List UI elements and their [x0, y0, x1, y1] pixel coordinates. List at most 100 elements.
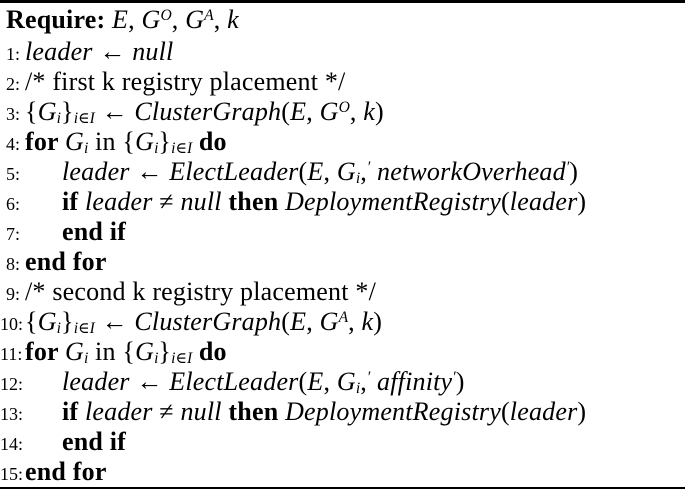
token: k: [361, 307, 374, 336]
line-number: 11:: [0, 344, 23, 364]
bottom-rule: [0, 487, 685, 489]
token: i: [355, 170, 361, 188]
token: i∈I: [171, 350, 193, 368]
token: for: [25, 337, 66, 366]
token: G: [319, 97, 339, 126]
line-number: 13:: [0, 404, 24, 424]
token: ,: [213, 5, 228, 34]
line-statement: for Gi in {Gi}i∈I do: [20, 337, 227, 366]
token: leader: [62, 367, 130, 396]
token: i: [84, 350, 89, 368]
algorithm-line: 15:end for: [0, 457, 685, 487]
token: G: [65, 337, 85, 366]
line-statement: end if: [20, 217, 126, 246]
token: k: [227, 5, 239, 34]
token: end if: [62, 427, 127, 456]
token: ,: [128, 5, 142, 34]
line-statement: {Gi}i∈I ← ClusterGraph(E, GA, k): [20, 307, 382, 336]
token: (: [298, 367, 308, 396]
line-statement: {Gi}i∈I ← ClusterGraph(E, GO, k): [20, 97, 384, 126]
token: ,: [360, 367, 367, 396]
token: i: [154, 350, 159, 368]
token: then: [221, 187, 286, 216]
line-number: 9:: [5, 284, 20, 304]
token: DeploymentRegistry: [285, 187, 501, 216]
token: ,: [349, 97, 364, 126]
algorithm-line: 14: end if: [0, 427, 685, 457]
token: ,: [306, 307, 320, 336]
algorithm-line: 12:leader ← ElectLeader(E, Gi,′ affinity…: [0, 367, 685, 397]
algorithm-line: 10:{Gi}i∈I ← ClusterGraph(E, GA, k): [0, 307, 685, 337]
token: ←: [129, 157, 170, 186]
token: ClusterGraph: [134, 97, 282, 126]
token: G: [37, 307, 57, 336]
line-number: 2:: [5, 74, 20, 94]
token: ): [577, 397, 587, 426]
line-number: 3:: [5, 104, 20, 124]
line-statement: leader ← ElectLeader(E, Gi,′ affinity′): [20, 367, 465, 396]
token: ′: [366, 159, 371, 177]
token: DeploymentRegistry: [285, 397, 501, 426]
token: end for: [25, 247, 107, 276]
require-line: Require: E, GO, GA, k: [0, 3, 685, 37]
line-statement: end for: [20, 457, 107, 486]
token: (: [298, 157, 308, 186]
token: ←: [129, 367, 170, 396]
token: leader: [84, 397, 153, 426]
token: /* second k registry placement */: [25, 277, 376, 306]
token: G: [37, 97, 57, 126]
token: /* first k registry placement */: [25, 67, 346, 96]
token: ′: [565, 159, 570, 177]
token: i: [154, 140, 159, 158]
algorithm-line: 2:/* first k registry placement */: [0, 67, 685, 97]
token: ,: [348, 307, 362, 336]
token: null: [180, 397, 222, 426]
token: leader: [84, 187, 153, 216]
token: }: [61, 307, 74, 336]
token: G: [65, 127, 85, 156]
token: in: [88, 127, 123, 156]
token: end if: [62, 217, 127, 246]
top-rule: [0, 0, 685, 3]
token: E: [290, 307, 307, 336]
token: leader: [25, 37, 93, 66]
token: {: [25, 97, 38, 126]
algorithm-line: 6:if leader ≠ null then DeploymentRegist…: [0, 187, 685, 217]
token: (: [500, 187, 510, 216]
token: ElectLeader: [169, 157, 299, 186]
token: if: [62, 187, 85, 216]
token: {: [25, 307, 38, 336]
token: E: [290, 97, 307, 126]
token: A: [204, 7, 214, 25]
token: G: [185, 5, 205, 34]
token: ): [455, 367, 465, 396]
token: ←: [94, 307, 135, 336]
algorithm-line: 7:end if: [0, 217, 685, 247]
token: E: [307, 157, 324, 186]
token: {: [122, 337, 136, 366]
token: (: [281, 307, 291, 336]
token: {: [122, 127, 136, 156]
token: k: [363, 97, 376, 126]
token: i: [84, 140, 89, 158]
token: if: [62, 397, 85, 426]
token: (: [500, 397, 510, 426]
line-number: 14:: [0, 434, 24, 454]
algorithm-line: 4:for Gi in {Gi}i∈I do: [0, 127, 685, 157]
algorithm-line: 5:leader ← ElectLeader(E, Gi,′ networkOv…: [0, 157, 685, 187]
token: do: [192, 337, 227, 366]
algorithm-line: 9:/* second k registry placement */: [0, 277, 685, 307]
token: i∈I: [73, 320, 95, 338]
token: null: [180, 187, 222, 216]
line-statement: leader ← null: [20, 37, 173, 66]
token: ,: [360, 157, 367, 186]
line-statement: if leader ≠ null then DeploymentRegistry…: [20, 397, 586, 426]
line-number: 10:: [0, 314, 24, 334]
token: i∈I: [171, 140, 193, 158]
line-statement: /* first k registry placement */: [20, 67, 345, 96]
token: leader: [62, 157, 130, 186]
algorithm-line: 1:leader ← null: [0, 37, 685, 67]
token: ElectLeader: [169, 367, 299, 396]
